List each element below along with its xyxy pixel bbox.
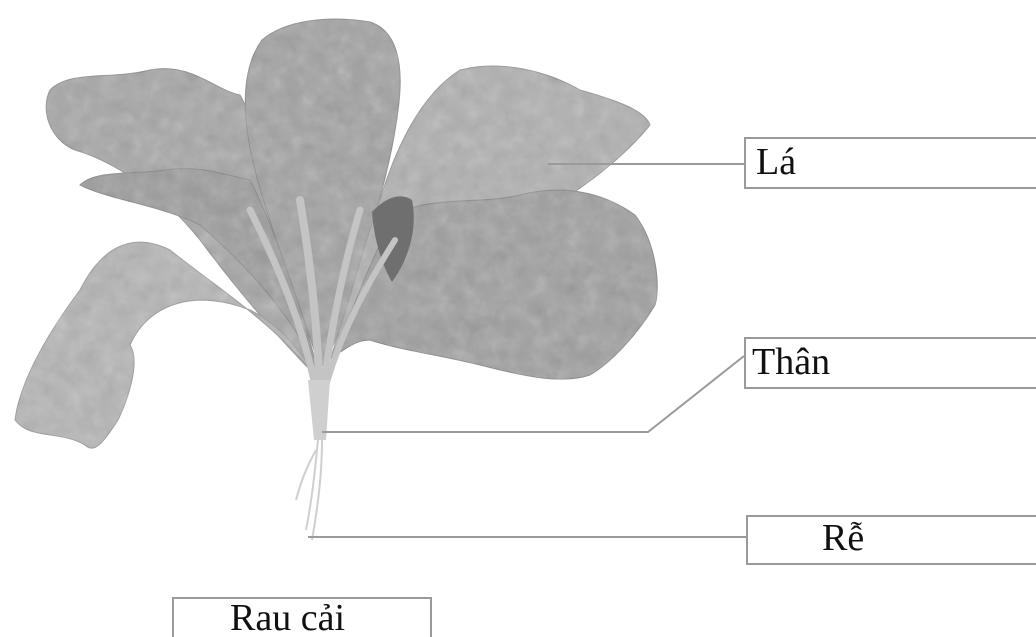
caption-box: Rau cải bbox=[172, 597, 432, 637]
label-stem: Thân bbox=[752, 343, 830, 381]
label-leaf: Lá bbox=[756, 143, 796, 181]
label-box-stem: Thân bbox=[744, 337, 1036, 389]
label-box-root: Rễ bbox=[746, 515, 1036, 565]
label-root: Rễ bbox=[822, 519, 864, 557]
label-box-leaf: Lá bbox=[744, 137, 1036, 189]
caption-plant-name: Rau cải bbox=[230, 599, 345, 637]
roots bbox=[296, 440, 322, 540]
